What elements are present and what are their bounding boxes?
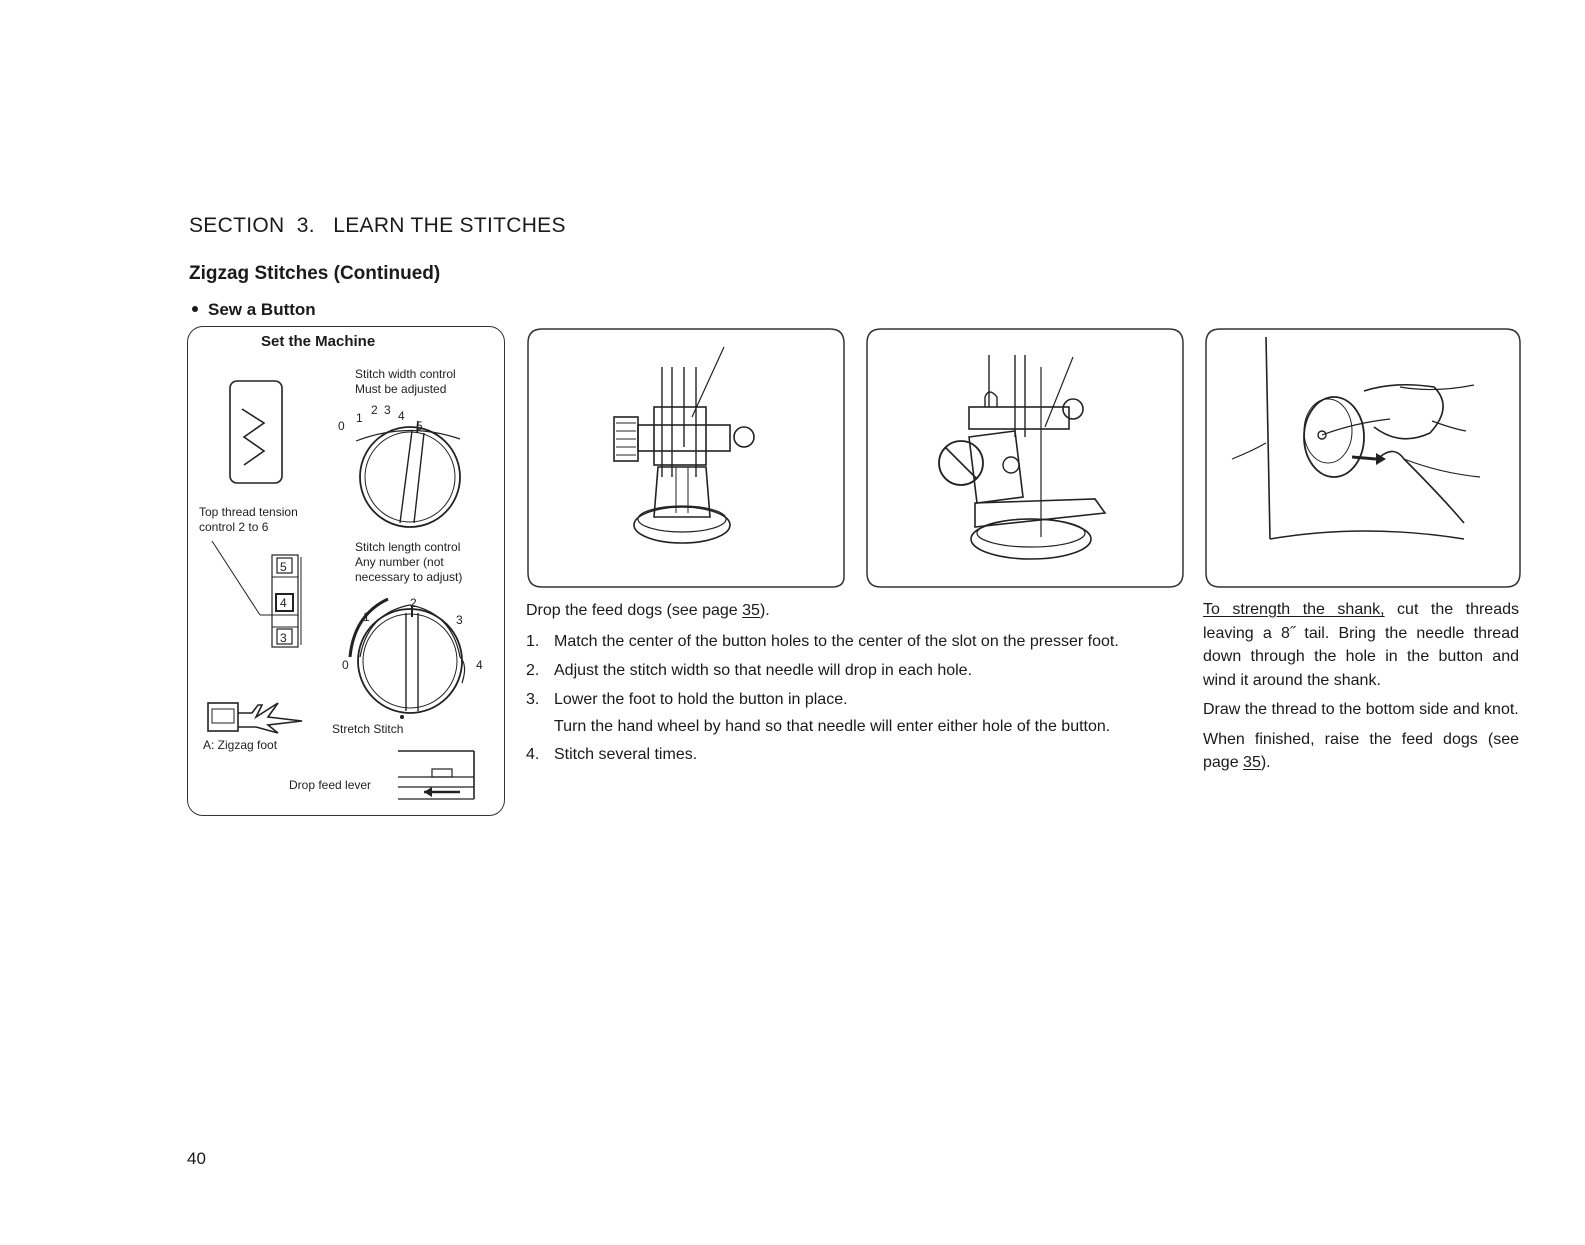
topic-heading-text: Sew a Button: [208, 300, 316, 319]
width-dial-number: 3: [384, 403, 391, 417]
page-number: 40: [187, 1149, 206, 1168]
presser-foot-front-illustration: [526, 327, 846, 589]
step-item: 2.Adjust the stitch width so that needle…: [526, 662, 973, 679]
shank-paragraph-1: To strength the shank, cut the threads l…: [1203, 601, 1519, 689]
zigzag-foot-icon: [207, 702, 303, 734]
stitch-width-dial: [355, 420, 461, 528]
stitch-length-dial: [348, 597, 466, 719]
presser-foot-side-illustration: [865, 327, 1185, 589]
shank-notes: To strength the shank, cut the threads l…: [1203, 598, 1519, 781]
panel-title: Set the Machine: [261, 333, 376, 350]
step-item: 1.Match the center of the button holes t…: [526, 633, 1119, 650]
length-dial-number: 0: [342, 658, 349, 672]
length-dial-number: 2: [410, 596, 417, 610]
topic-heading: Sew a Button: [192, 300, 316, 320]
page-reference-link[interactable]: 35: [1243, 754, 1261, 771]
width-dial-number: 2: [371, 403, 378, 417]
intro-line: Drop the feed dogs (see page 35).: [526, 602, 770, 619]
tension-control-label: Top thread tension control 2 to 6: [199, 505, 298, 534]
steps-list: 1.Match the center of the button holes t…: [526, 627, 1186, 769]
zigzag-foot-label: A: Zigzag foot: [203, 738, 278, 752]
length-dial-number: 4: [476, 658, 483, 672]
drop-feed-lever-label: Drop feed lever: [289, 778, 372, 792]
shank-paragraph-3: When finished, raise the feed dogs (see …: [1203, 730, 1519, 772]
shank-link: To strength the shank,: [1203, 601, 1385, 618]
width-dial-number: 1: [356, 411, 363, 425]
zigzag-pattern-icon: [229, 380, 283, 484]
stretch-stitch-label: Stretch Stitch: [332, 722, 404, 736]
bullet-icon: [192, 306, 198, 313]
tension-control-dial: [211, 540, 302, 648]
length-control-label: Stitch length control Any number (not ne…: [355, 540, 463, 584]
length-dial-number: 3: [456, 613, 463, 627]
machine-settings-panel: Set the Machine Stitch width control Mus…: [187, 326, 505, 816]
tension-number: 3: [280, 631, 287, 645]
subsection-title: Zigzag Stitches (Continued): [189, 263, 441, 284]
step-item: 3.Lower the foot to hold the button in p…: [526, 691, 1111, 735]
tension-number: 5: [280, 560, 287, 574]
step-item: 4.Stitch several times.: [526, 746, 698, 763]
width-dial-number: 4: [398, 409, 405, 423]
instruction-text: Drop the feed dogs (see page 35). 1.Matc…: [526, 596, 1186, 769]
section-title: SECTION 3. LEARN THE STITCHES: [189, 214, 566, 237]
shank-paragraph-2: Draw the thread to the bottom side and k…: [1203, 701, 1519, 718]
shank-winding-illustration: [1204, 327, 1522, 589]
width-control-label: Stitch width control Must be adjusted: [355, 367, 456, 396]
drop-feed-lever-icon: [398, 750, 475, 800]
width-dial-number: 5: [416, 419, 423, 433]
page-reference-link[interactable]: 35: [742, 602, 760, 619]
tension-number: 4: [280, 596, 287, 610]
width-dial-number: 0: [338, 419, 345, 433]
